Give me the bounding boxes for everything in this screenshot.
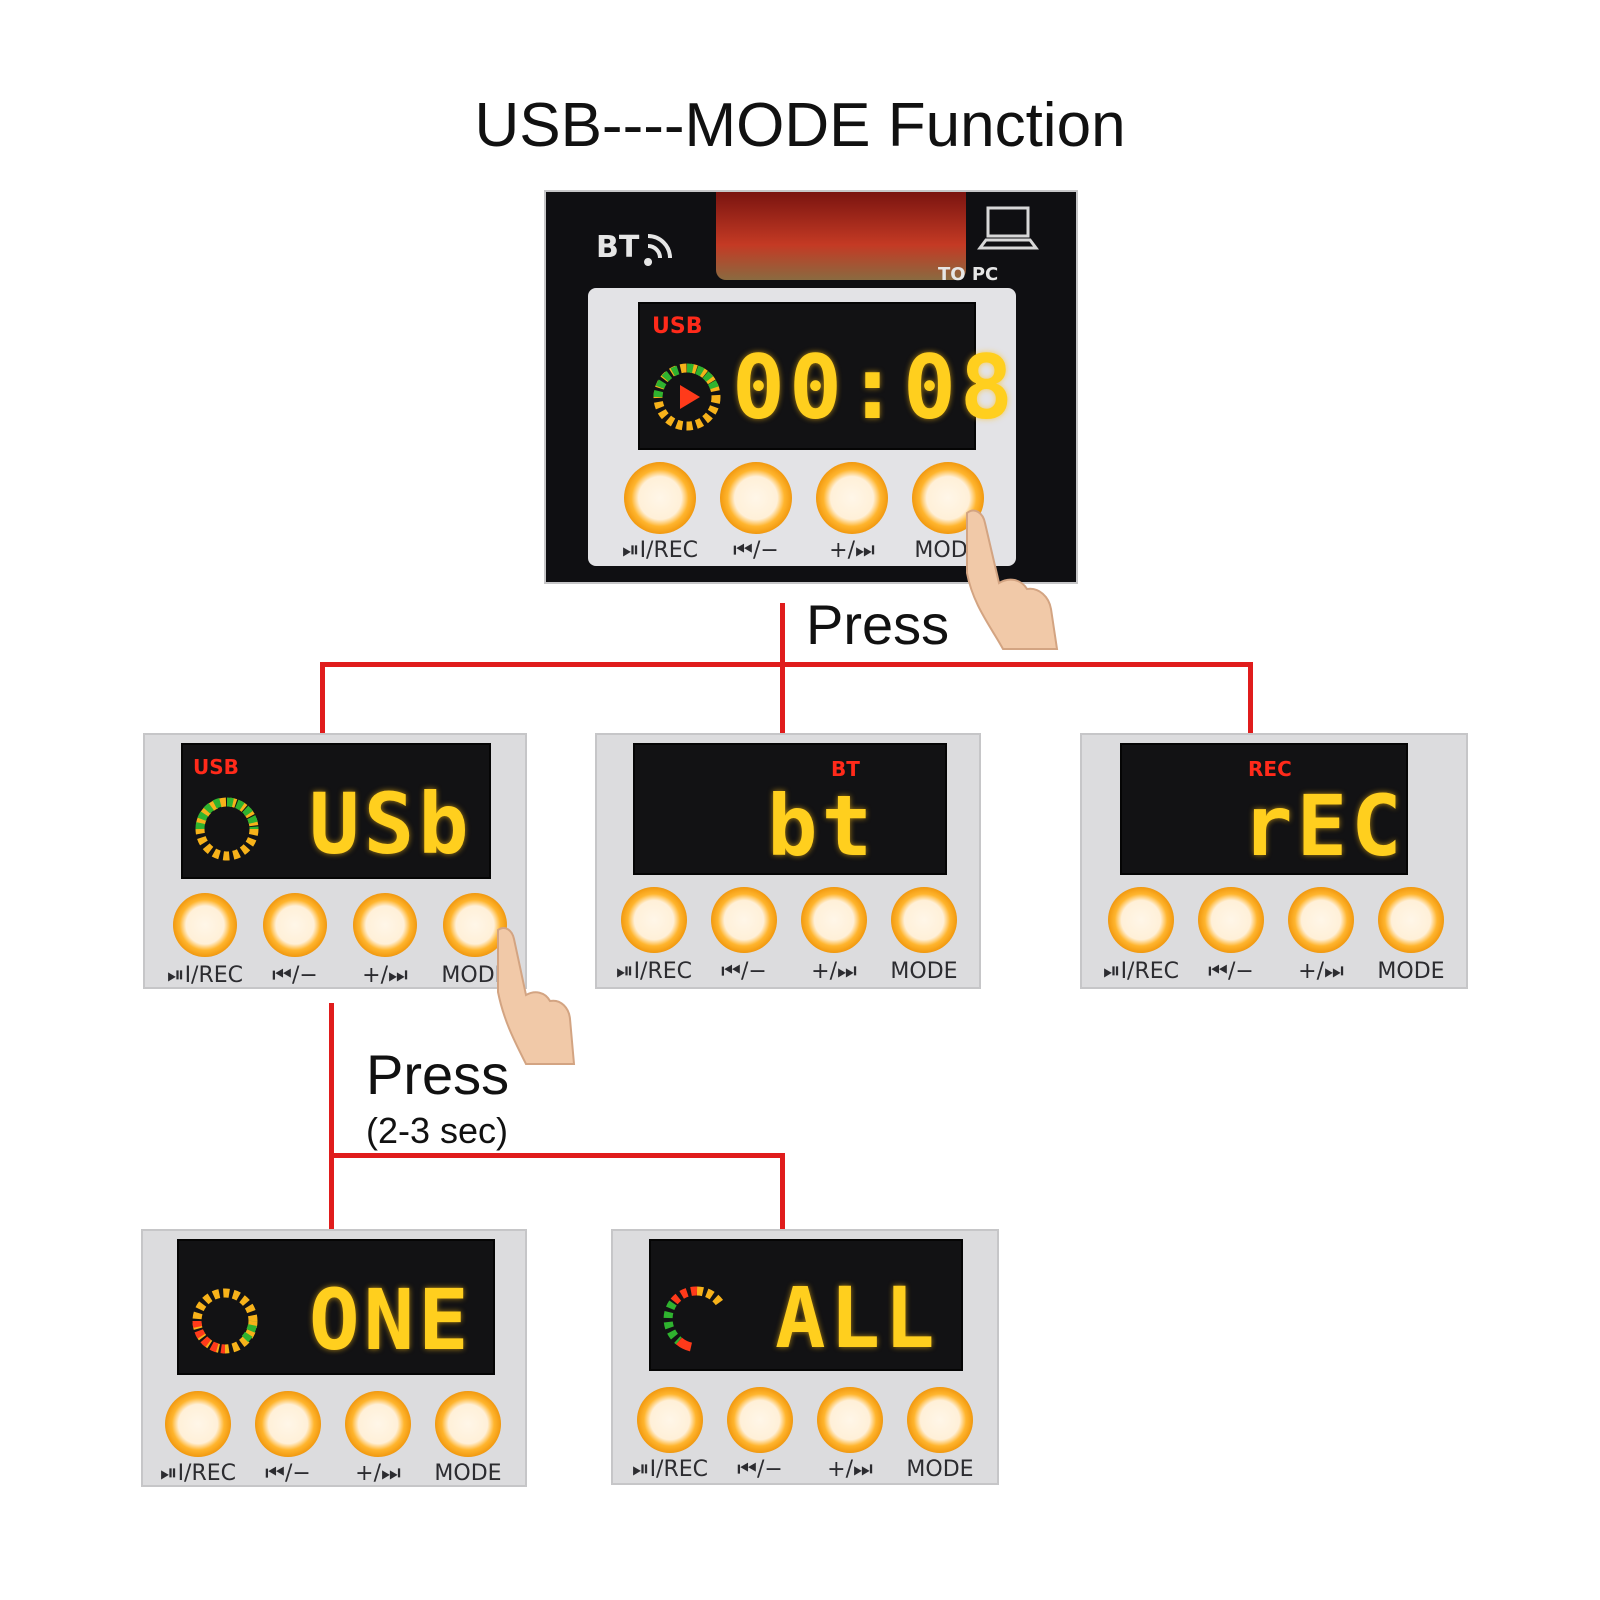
prev-minus-label: ⏮/− bbox=[733, 538, 779, 563]
mode-indicator: BT bbox=[831, 757, 860, 781]
play-rec-label: ⏯I/REC bbox=[159, 1461, 237, 1486]
mode-button[interactable] bbox=[443, 893, 507, 957]
panel-repeat-all: ALL ⏯I/REC ⏮/− +/⏭ MODE bbox=[611, 1229, 999, 1485]
play-rec-label: ⏯I/REC bbox=[621, 538, 699, 563]
mode-readout: ALL bbox=[775, 1269, 939, 1367]
pressing-finger-icon bbox=[497, 927, 576, 1065]
panel-bt-mode: BT bt ⏯I/REC ⏮/− +/⏭ MODE bbox=[595, 733, 981, 989]
diagram-title: USB----MODE Function bbox=[474, 91, 1126, 160]
connector-right-drop bbox=[1248, 662, 1253, 733]
bt-label: BT bbox=[596, 230, 640, 265]
time-readout: 00:08 bbox=[732, 336, 1017, 439]
mode-button[interactable] bbox=[891, 887, 957, 953]
repeat-ring-icon bbox=[192, 1288, 258, 1354]
repeat-ring-icon bbox=[663, 1286, 725, 1352]
prev-minus-label: ⏮/− bbox=[737, 1457, 783, 1482]
play-rec-label: ⏯I/REC bbox=[615, 959, 693, 984]
plus-next-label: +/⏭ bbox=[355, 1461, 401, 1486]
prev-minus-label: ⏮/− bbox=[265, 1461, 311, 1486]
panel-rec-mode: REC rEC ⏯I/REC ⏮/− +/⏭ MODE bbox=[1080, 733, 1468, 989]
mode-label: MODE bbox=[906, 1457, 974, 1482]
play-rec-label: ⏯I/REC bbox=[166, 963, 244, 988]
press-label-bottom: Press bbox=[366, 1043, 510, 1106]
lcd-display: BT bt bbox=[633, 743, 947, 875]
connector-top-bar bbox=[320, 662, 1253, 667]
bluetooth-signal-icon bbox=[644, 234, 672, 266]
play-rec-button[interactable] bbox=[637, 1387, 703, 1453]
prev-minus-button[interactable] bbox=[1198, 887, 1264, 953]
connector-bottom-bar bbox=[329, 1153, 785, 1158]
prev-minus-button[interactable] bbox=[711, 887, 777, 953]
connector-top-stem bbox=[780, 603, 785, 733]
usb-to-pc-icon bbox=[977, 206, 1039, 250]
lcd-display: REC rEC bbox=[1120, 743, 1408, 875]
press-duration-label: (2-3 sec) bbox=[366, 1110, 509, 1151]
lcd-display: USB USb bbox=[181, 743, 491, 879]
mode-readout: rEC bbox=[1242, 777, 1406, 875]
mode-indicator: USB bbox=[652, 314, 703, 339]
plus-next-label: +/⏭ bbox=[1298, 959, 1344, 984]
usb-flash-drive bbox=[716, 192, 966, 280]
prev-minus-button[interactable] bbox=[263, 893, 327, 957]
to-pc-label: TO PC bbox=[938, 264, 999, 285]
plus-next-label: +/⏭ bbox=[362, 963, 408, 988]
play-rec-label: ⏯I/REC bbox=[631, 1457, 709, 1482]
playback-ring-icon bbox=[653, 363, 721, 431]
lcd-display: ALL bbox=[649, 1239, 963, 1371]
play-rec-button[interactable] bbox=[165, 1391, 231, 1457]
prev-minus-label: ⏮/− bbox=[272, 963, 318, 988]
lcd-display: USB 00:08 bbox=[638, 302, 1013, 450]
mode-label: MODE bbox=[1377, 959, 1445, 984]
mode-readout: ONE bbox=[309, 1271, 473, 1369]
plus-next-button[interactable] bbox=[816, 462, 888, 534]
prev-minus-button[interactable] bbox=[720, 462, 792, 534]
pressing-finger-icon bbox=[966, 509, 1059, 650]
play-rec-button[interactable] bbox=[173, 893, 237, 957]
mode-indicator: USB bbox=[193, 755, 239, 779]
mode-label: MODE bbox=[434, 1461, 502, 1486]
prev-minus-button[interactable] bbox=[727, 1387, 793, 1453]
play-rec-button[interactable] bbox=[624, 462, 696, 534]
play-rec-label: ⏯I/REC bbox=[1102, 959, 1180, 984]
plus-next-button[interactable] bbox=[345, 1391, 411, 1457]
mode-button[interactable] bbox=[1378, 887, 1444, 953]
plus-next-button[interactable] bbox=[353, 893, 417, 957]
plus-next-label: +/⏭ bbox=[811, 959, 857, 984]
plus-next-label: +/⏭ bbox=[829, 538, 875, 563]
mode-readout: bt bbox=[767, 777, 877, 875]
plus-next-label: +/⏭ bbox=[827, 1457, 873, 1482]
mode-indicator: REC bbox=[1248, 757, 1292, 781]
connector-bottom-right-drop bbox=[780, 1153, 785, 1229]
prev-minus-label: ⏮/− bbox=[721, 959, 767, 984]
prev-minus-label: ⏮/− bbox=[1208, 959, 1254, 984]
panel-usb-mode: USB USb ⏯I/REC ⏮/− +/⏭ MODE bbox=[143, 733, 527, 989]
connector-left-drop bbox=[320, 662, 325, 733]
plus-next-button[interactable] bbox=[801, 887, 867, 953]
mode-button[interactable] bbox=[907, 1387, 973, 1453]
prev-minus-button[interactable] bbox=[255, 1391, 321, 1457]
plus-next-button[interactable] bbox=[817, 1387, 883, 1453]
panel-repeat-one: ONE ⏯I/REC ⏮/− +/⏭ MODE bbox=[141, 1229, 527, 1487]
mode-button[interactable] bbox=[435, 1391, 501, 1457]
plus-next-button[interactable] bbox=[1288, 887, 1354, 953]
play-rec-button[interactable] bbox=[621, 887, 687, 953]
mode-readout: USb bbox=[309, 775, 473, 873]
lcd-display: ONE bbox=[177, 1239, 495, 1375]
press-label-top: Press bbox=[806, 593, 950, 656]
status-ring-icon bbox=[195, 797, 259, 861]
mode-label: MODE bbox=[890, 959, 958, 984]
connector-bottom-stem bbox=[329, 1003, 334, 1229]
play-rec-button[interactable] bbox=[1108, 887, 1174, 953]
panel-usb-playback: BT TO PC USB 00:08 ⏯I/REC ⏮/− +/⏭ MODE bbox=[544, 190, 1078, 584]
